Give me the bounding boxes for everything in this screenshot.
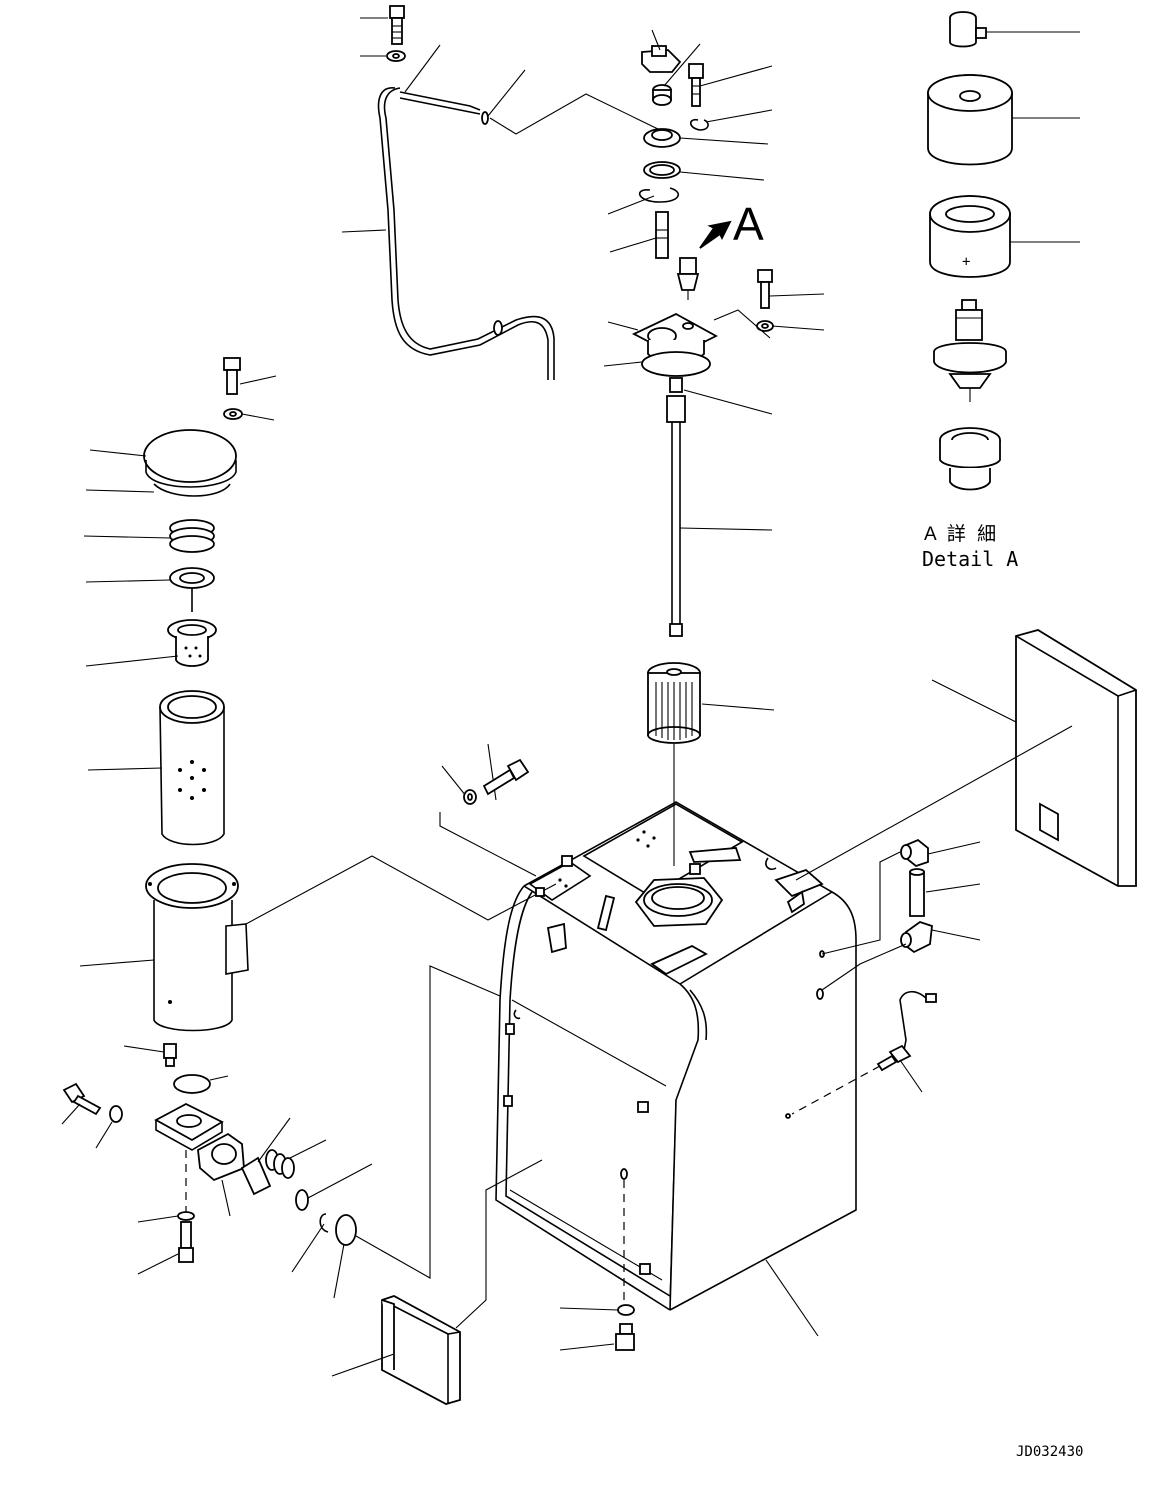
- bushing: [652, 84, 672, 106]
- valve: [169, 567, 215, 612]
- washer: [463, 789, 477, 805]
- bolt: [178, 1221, 194, 1263]
- filter-cover: [143, 429, 237, 497]
- detail-a-filter: [927, 74, 1013, 166]
- coupling: [295, 1189, 309, 1211]
- drain-valve: [615, 1323, 635, 1351]
- cover-bolt: [757, 269, 773, 309]
- washer: [109, 1105, 123, 1123]
- callout-arrow: [699, 220, 732, 249]
- washer: [223, 408, 243, 420]
- snap-ring: [689, 118, 709, 131]
- strainer: [167, 619, 217, 667]
- check-valve: [676, 257, 700, 300]
- elbow: [900, 838, 929, 868]
- strainer-case: [145, 863, 249, 1032]
- spring: [169, 519, 215, 553]
- breather-hose: [377, 87, 555, 380]
- washer: [386, 50, 406, 62]
- detail-a-valve: [933, 299, 1007, 402]
- tube: [240, 1156, 272, 1196]
- breather-cap: [641, 45, 682, 73]
- pad: [381, 1295, 461, 1405]
- callout-letter: A: [733, 198, 764, 250]
- drain-plug: [163, 1043, 177, 1067]
- detail-a-cap: [949, 11, 987, 48]
- detail-subtitle: Detail A: [922, 547, 1018, 571]
- bolt: [482, 758, 530, 796]
- adapter: [666, 377, 686, 423]
- bolt: [389, 5, 405, 45]
- hydraulic-tank: [495, 801, 857, 1311]
- gasket: [173, 1074, 211, 1094]
- retaining-ring: [639, 187, 680, 203]
- svg-text:+: +: [962, 254, 970, 270]
- o-ring: [335, 1214, 357, 1246]
- pin: [655, 211, 669, 259]
- detail-a-element: +: [929, 195, 1011, 278]
- drawing-code: JD032430: [1016, 1444, 1083, 1460]
- insulation-pad: [1015, 629, 1137, 887]
- detail-title: A 詳 細: [924, 523, 999, 545]
- o-ring: [617, 1304, 635, 1316]
- suction-strainer: [159, 690, 225, 846]
- bolt: [62, 1082, 102, 1116]
- rod: [669, 422, 683, 637]
- cover-washer: [756, 320, 774, 332]
- hose-clamp: [481, 111, 503, 336]
- elbow: [900, 921, 933, 954]
- flange: [154, 1102, 245, 1182]
- cover-gasket: [641, 351, 711, 377]
- tube: [909, 868, 925, 917]
- level-gauge-screw: [688, 63, 704, 107]
- circlip: [319, 1213, 329, 1233]
- spring: [265, 1149, 295, 1179]
- return-filter-element: [647, 662, 701, 744]
- bolt: [223, 357, 241, 395]
- o-ring: [643, 128, 681, 179]
- detail-a-seat: [939, 427, 1001, 491]
- sensor: [876, 990, 937, 1072]
- washer: [177, 1211, 195, 1221]
